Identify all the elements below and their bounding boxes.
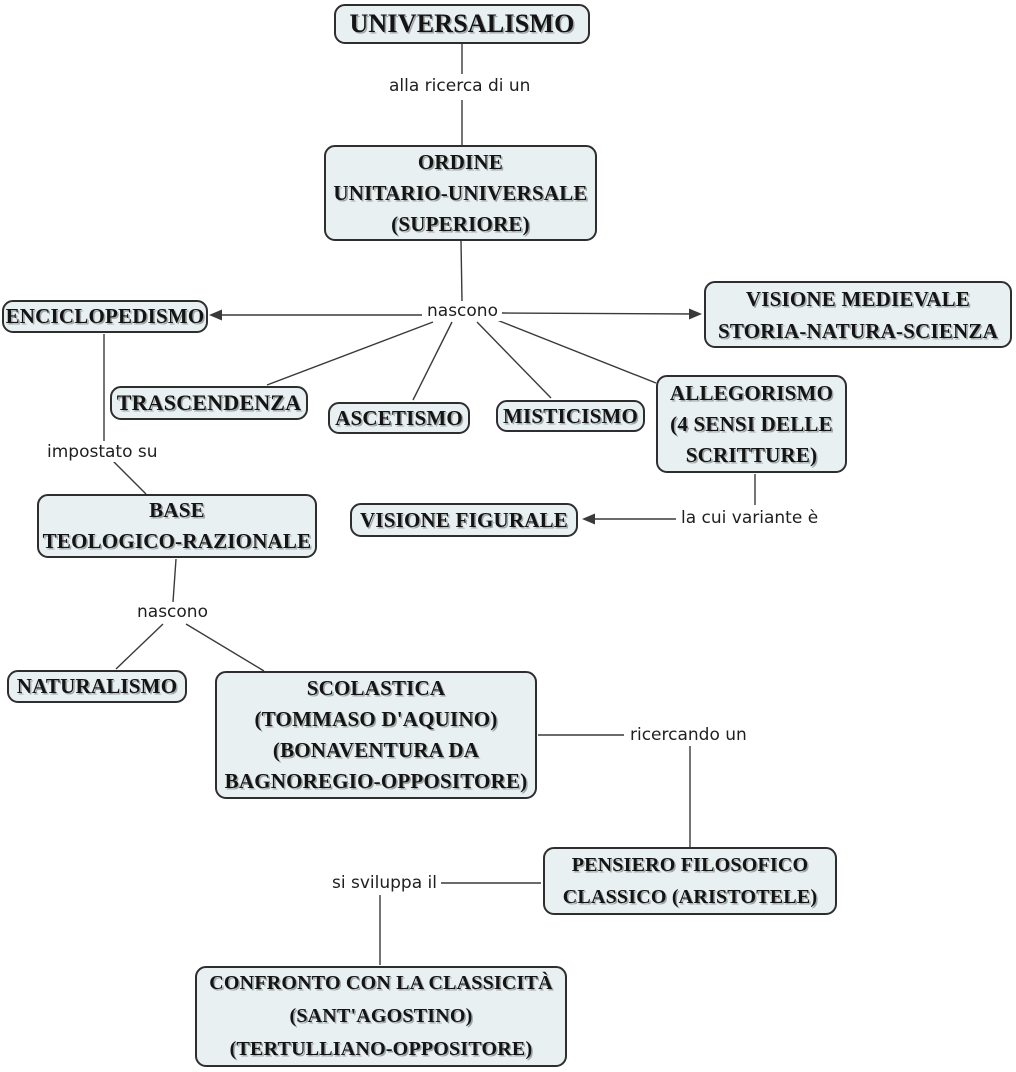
link-label-nascono-2[interactable]: nascono (134, 602, 211, 622)
connector-nascono-visione-medievale (501, 312, 695, 315)
connector-base-nascono2 (172, 558, 177, 603)
node-naturalismo[interactable]: NATURALISMO (7, 670, 187, 703)
link-label-ricercando-un[interactable]: ricercando un (627, 725, 750, 745)
node-universalismo[interactable]: UNIVERSALISMO (334, 4, 590, 44)
node-visione-figurale[interactable]: VISIONE FIGURALE (350, 503, 578, 537)
node-pensiero-filosofico-classico[interactable]: PENSIERO FILOSOFICO CLASSICO (ARISTOTELE… (543, 847, 837, 915)
link-label-la-cui-variante-e[interactable]: la cui variante è (678, 508, 822, 528)
connector-nascono-misticismo (476, 321, 552, 399)
link-label-impostato-su[interactable]: impostato su (44, 442, 161, 462)
connector-impostato-base (112, 460, 147, 495)
node-enciclopedismo[interactable]: ENCICLOPEDISMO (2, 300, 208, 333)
node-allegorismo[interactable]: ALLEGORISMO (4 SENSI DELLE SCRITTURE) (656, 375, 847, 473)
connector-ordine-nascono (460, 240, 463, 302)
connector-nascono-trascendenza (266, 321, 434, 386)
link-label-si-sviluppa-il[interactable]: si sviluppa il (329, 873, 440, 893)
node-misticismo[interactable]: MISTICISMO (496, 400, 645, 432)
node-base-teologico-razionale[interactable]: BASE TEOLOGICO-RAZIONALE (37, 494, 317, 558)
connector-nascono2-scolastica (185, 623, 265, 672)
node-ascetismo[interactable]: ASCETISMO (328, 402, 470, 434)
link-label-nascono-1[interactable]: nascono (424, 301, 501, 321)
node-visione-medievale[interactable]: VISIONE MEDIEVALE STORIA-NATURA-SCIENZA (704, 281, 1012, 348)
node-ordine-unitario-universale[interactable]: ORDINE UNITARIO-UNIVERSALE (SUPERIORE) (324, 145, 597, 241)
arrowhead-enciclopedismo (209, 309, 222, 321)
link-label-alla-ricerca-di-un[interactable]: alla ricerca di un (386, 76, 534, 96)
arrowhead-visione-medievale (689, 308, 702, 320)
node-trascendenza[interactable]: TRASCENDENZA (110, 386, 308, 420)
node-confronto-classicita[interactable]: CONFRONTO CON LA CLASSICITÀ (SANT'AGOSTI… (195, 966, 567, 1067)
node-scolastica[interactable]: SCOLASTICA (TOMMASO D'AQUINO) (BONAVENTU… (215, 671, 537, 799)
connector-nascono2-naturalismo (115, 623, 164, 670)
connector-nascono-allegorismo (496, 319, 657, 384)
connector-nascono-ascetismo (412, 321, 453, 401)
arrowhead-visione-figurale (582, 513, 595, 525)
